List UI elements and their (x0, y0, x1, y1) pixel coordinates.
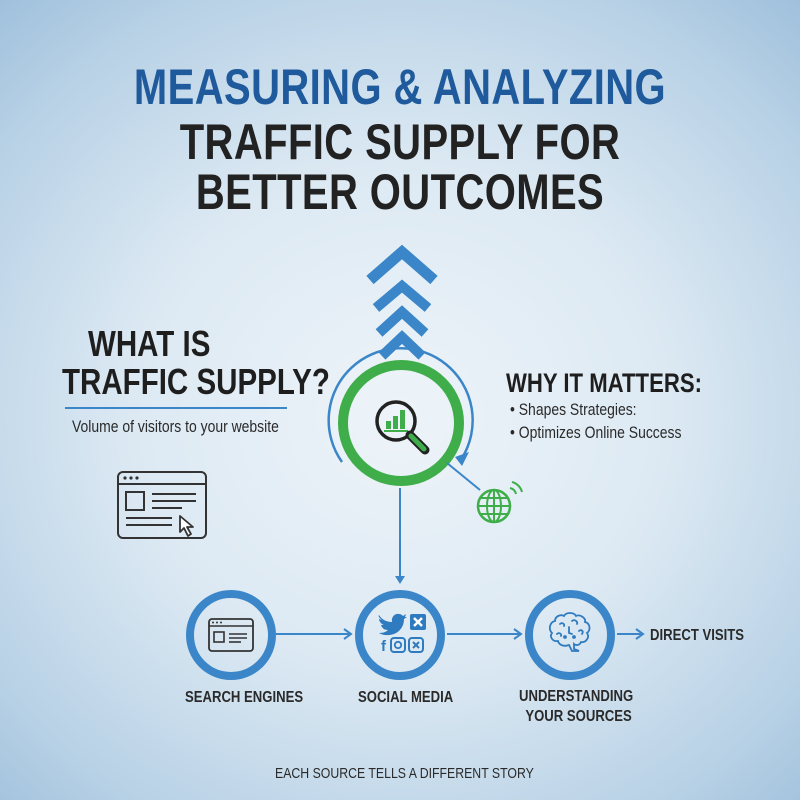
what-is-divider (65, 407, 287, 409)
social-media-label: SOCIAL MEDIA (358, 689, 454, 706)
search-engines-node (186, 590, 276, 680)
title-line-1: MEASURING & ANALYZING (133, 59, 667, 115)
bullet-dot: • (510, 400, 519, 419)
understanding-sources-label: UNDERSTANDING YOUR SOURCES (519, 688, 634, 725)
twitter-bird-icon (378, 613, 407, 636)
browser-window-icon (208, 618, 254, 652)
understanding-sources-node (525, 590, 615, 680)
what-is-description: Volume of visitors to your website (72, 417, 279, 436)
instagram-icon (390, 637, 406, 653)
magnifier-bar-chart-icon (375, 400, 430, 455)
what-is-heading-line-1: WHAT IS (88, 323, 211, 364)
social-media-node: f (355, 590, 445, 680)
search-engines-label: SEARCH ENGINES (185, 689, 304, 706)
direct-visits-label: DIRECT VISITS (650, 627, 745, 644)
why-bullet-2: • Optimizes Online Success (510, 423, 682, 442)
globe-signal-icon (476, 481, 523, 524)
what-is-heading-line-2: TRAFFIC SUPPLY? (62, 361, 330, 402)
title-line-3: BETTER OUTCOMES (195, 164, 605, 220)
footer-tagline: EACH SOURCE TELLS A DIFFERENT STORY (275, 765, 534, 782)
title-line-2: TRAFFIC SUPPLY FOR (179, 114, 621, 170)
x-small-icon (408, 637, 424, 653)
brain-icon (548, 612, 591, 652)
why-heading: WHY IT MATTERS: (506, 368, 702, 398)
bullet-dot: • (510, 423, 519, 442)
why-bullet-1: • Shapes Strategies: (510, 400, 637, 419)
facebook-icon: f (381, 638, 387, 655)
browser-cursor-icon (117, 471, 207, 539)
